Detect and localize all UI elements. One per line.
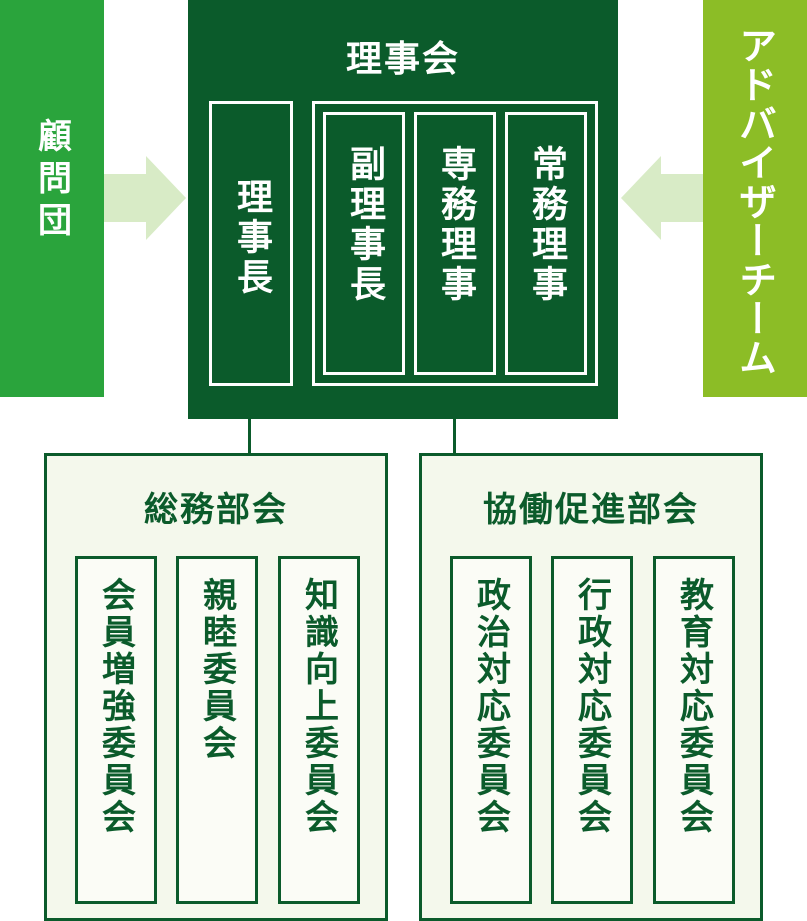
managing-director-box: 常務理事 bbox=[505, 112, 587, 375]
committee-box: 教育対応委員会 bbox=[653, 556, 735, 904]
chair-label: 理事長 bbox=[231, 178, 272, 298]
chair-box: 理事長 bbox=[209, 101, 293, 386]
managing-director-label: 常務理事 bbox=[526, 145, 567, 305]
connector-line-right bbox=[453, 386, 456, 456]
committee-box: 政治対応委員会 bbox=[450, 556, 532, 904]
executive-director-box: 専務理事 bbox=[414, 112, 496, 375]
committee-box: 行政対応委員会 bbox=[551, 556, 633, 904]
committee-label: 会員増強委員会 bbox=[95, 577, 136, 836]
right-arrow-icon bbox=[104, 156, 186, 240]
collaboration-promotion-department: 協働促進部会 政治対応委員会 行政対応委員会 教育対応委員会 bbox=[419, 453, 763, 921]
committee-label: 知識向上委員会 bbox=[298, 577, 339, 836]
committee-box: 知識向上委員会 bbox=[278, 556, 360, 904]
left-arrow-icon bbox=[621, 156, 703, 240]
vice-chair-label: 副理事長 bbox=[344, 145, 385, 305]
advisory-team-label: アドバイザーチーム bbox=[732, 26, 777, 377]
advisors-label: 顧問団 bbox=[31, 118, 72, 244]
executive-director-label: 専務理事 bbox=[435, 145, 476, 305]
vice-chair-box: 副理事長 bbox=[323, 112, 405, 375]
board-of-directors: 理事会 理事長 副理事長 専務理事 常務理事 bbox=[188, 0, 618, 419]
committee-label: 教育対応委員会 bbox=[673, 577, 714, 836]
board-title: 理事会 bbox=[345, 39, 460, 80]
department-title: 協働促進部会 bbox=[483, 490, 699, 530]
department-title: 総務部会 bbox=[144, 490, 288, 530]
committee-label: 政治対応委員会 bbox=[470, 577, 511, 836]
general-affairs-department: 総務部会 会員増強委員会 親睦委員会 知識向上委員会 bbox=[44, 453, 388, 921]
advisory-team-box: アドバイザーチーム bbox=[703, 0, 807, 397]
executive-roles-group bbox=[312, 101, 598, 386]
committee-label: 親睦委員会 bbox=[196, 577, 237, 762]
committee-box: 親睦委員会 bbox=[176, 556, 258, 904]
connector-line-left bbox=[248, 386, 251, 456]
committee-box: 会員増強委員会 bbox=[75, 556, 157, 904]
committee-label: 行政対応委員会 bbox=[571, 577, 612, 836]
advisors-box: 顧問団 bbox=[0, 0, 104, 397]
